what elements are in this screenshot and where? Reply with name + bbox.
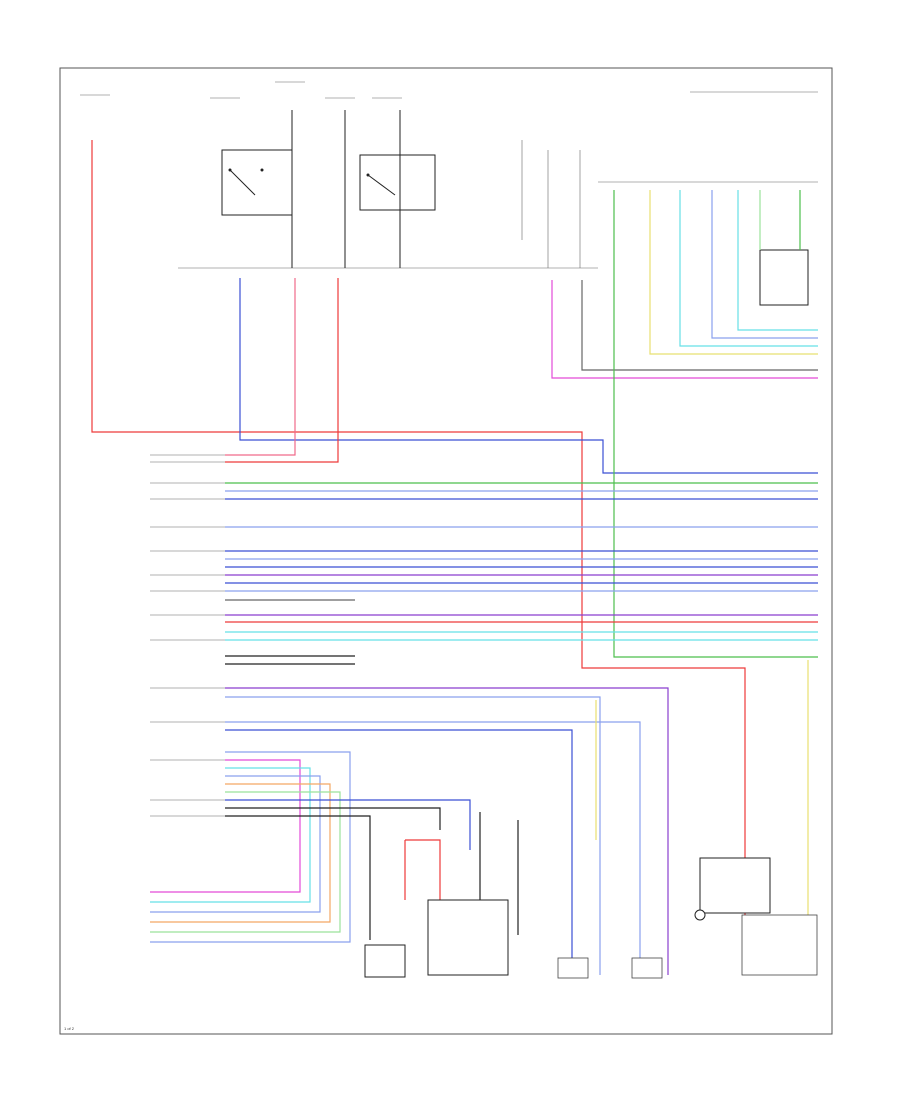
wire-red-main [91,140,746,915]
wire-cyan-vertical-1 [679,190,818,347]
left-label-column [150,454,225,817]
relay-right [344,110,436,268]
wire-cyan-vertical-2 [737,190,818,331]
component-box-lower-left [364,944,406,978]
component-box-right-top [699,857,771,914]
connector-right-bottom [741,914,818,976]
wire-gray-top [581,280,818,371]
connector-lower-2 [631,957,663,979]
relay-left [221,110,293,268]
ground-symbol [694,909,706,921]
connector-lower-1 [557,957,589,979]
wire-pink-1 [225,278,296,456]
top-right-connector-stubs [521,140,809,306]
wire-pink-2 [225,278,339,463]
wire-lightblue-vertical [711,190,818,339]
component-box-module [427,899,509,976]
top-labels [80,81,818,99]
harness-lower-block [225,660,809,975]
harness-bottom-left [150,751,471,943]
wire-blue-main [239,278,818,474]
wire-green-vertical [613,190,818,658]
bottom-components [364,812,818,979]
corner-mark: 1 of 2 [64,1026,75,1031]
wire-magenta-top [551,280,818,379]
wire-yellow-vertical [649,190,818,355]
harness-horizontal-block [225,482,818,665]
diagram-frame [59,67,833,1035]
